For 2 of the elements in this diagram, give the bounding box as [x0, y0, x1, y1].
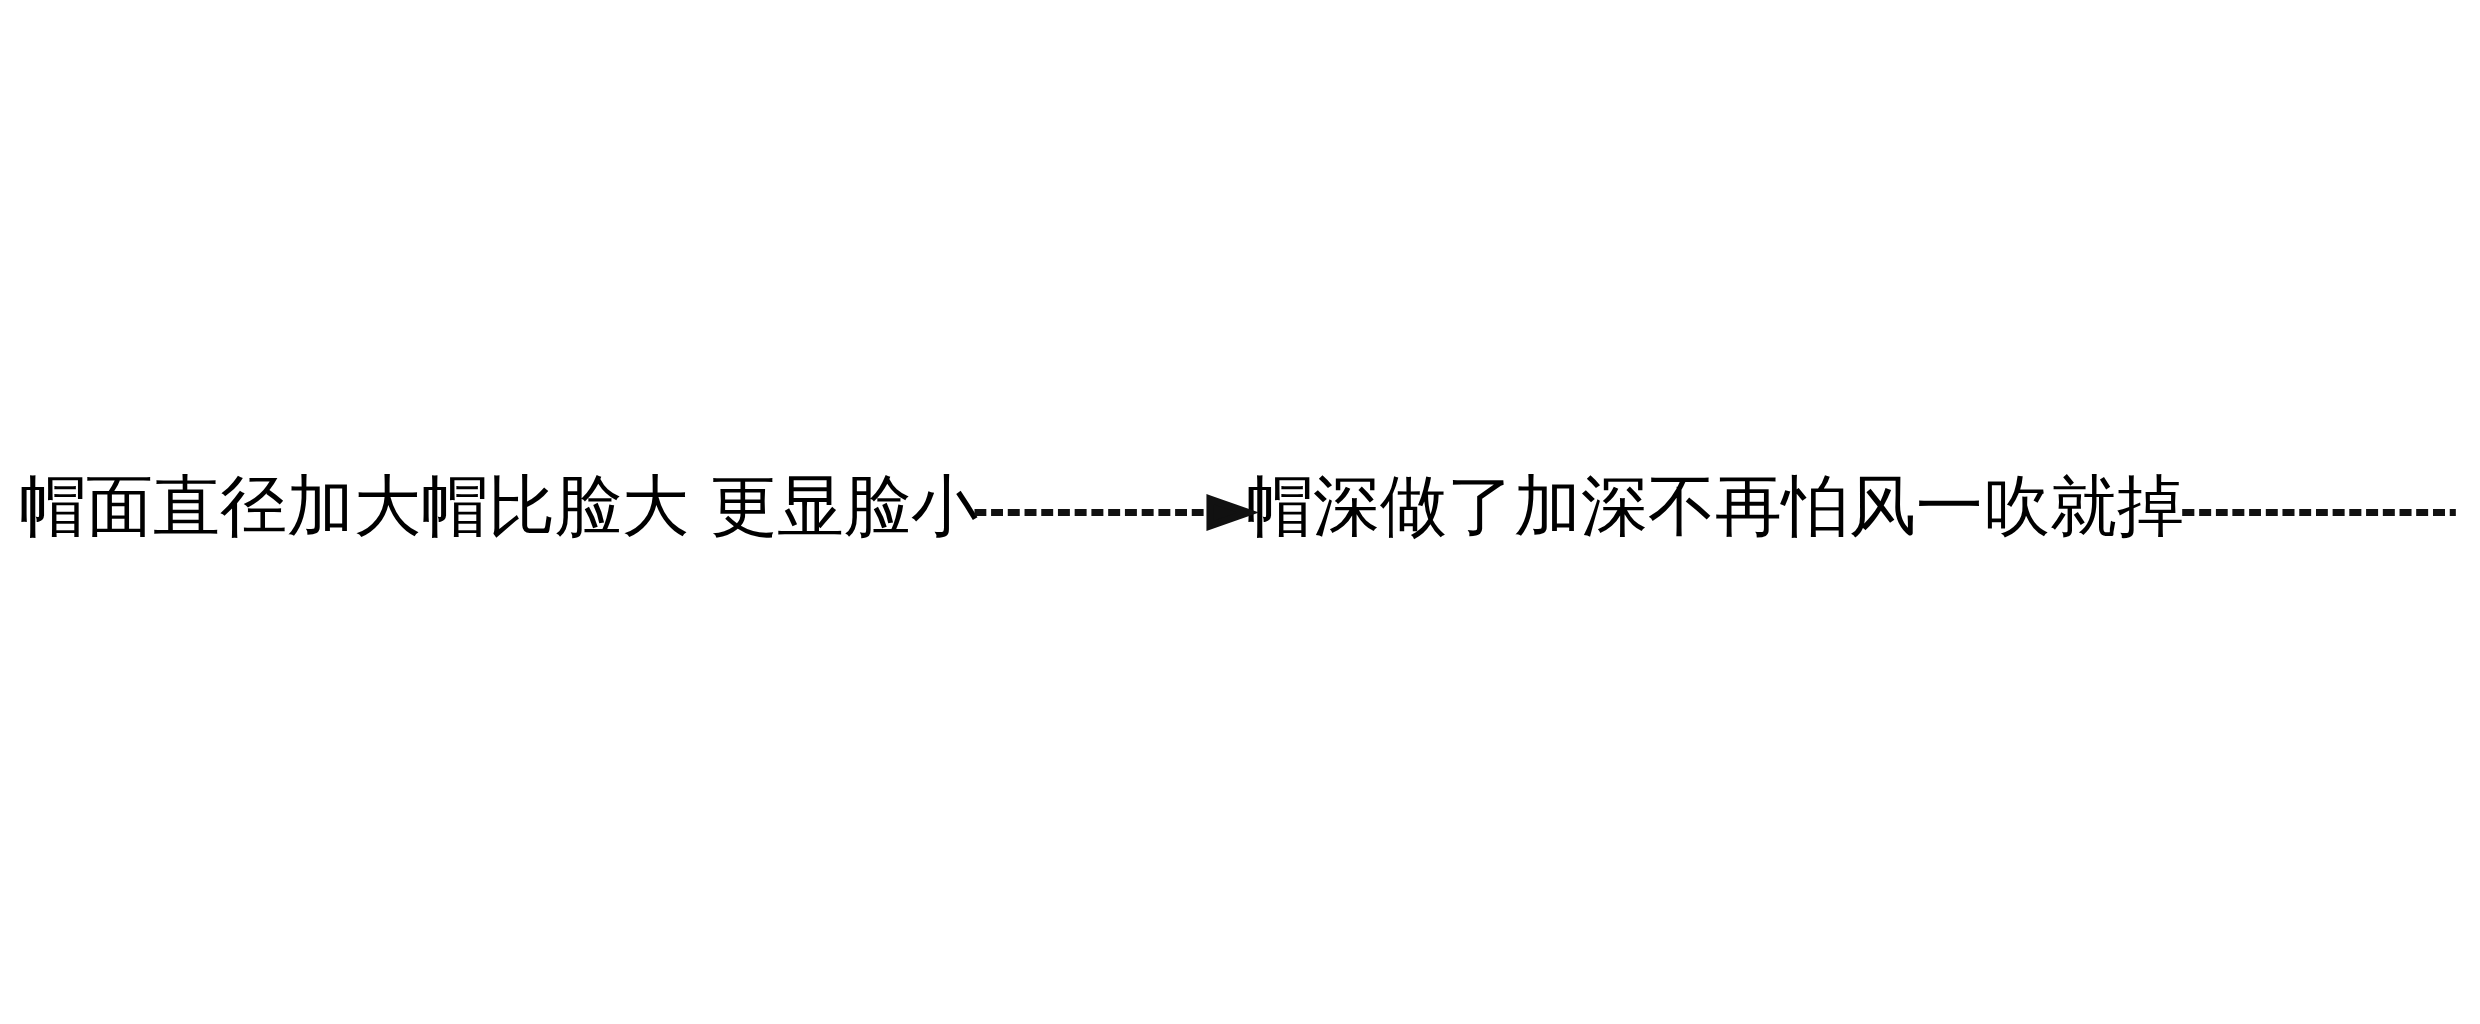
- node-text: 帽深做了加深不再怕风一吹就掉: [1246, 466, 2185, 545]
- node-text: 帽面直径加大帽比脸大 更显脸小: [18, 466, 978, 545]
